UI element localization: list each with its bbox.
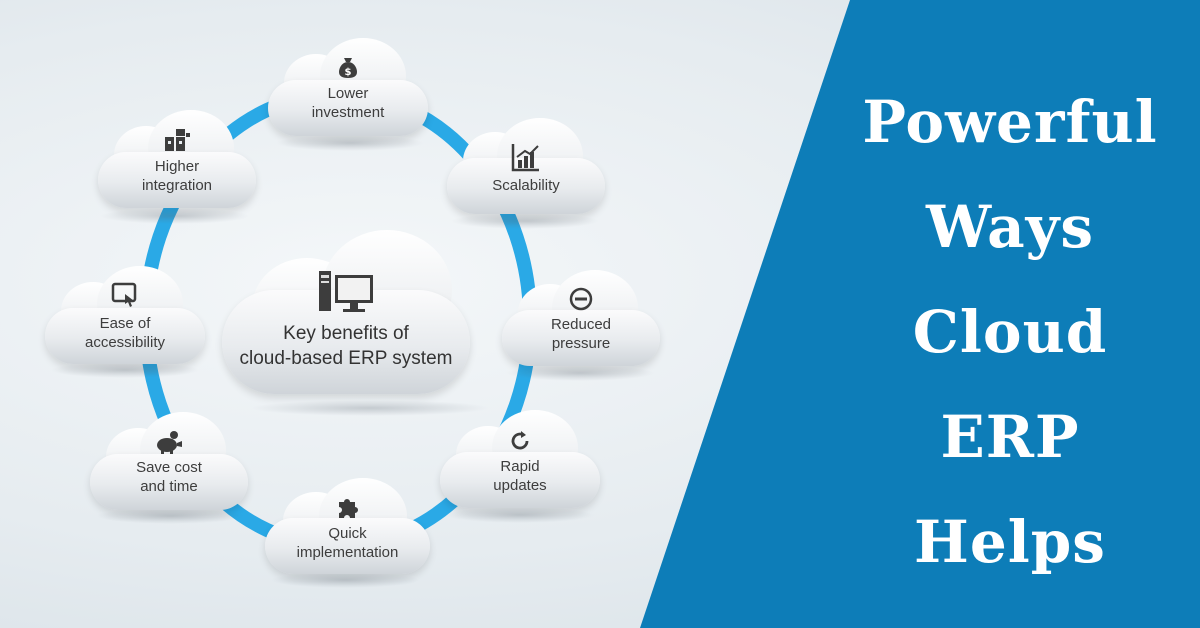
- integration-icon: [165, 129, 190, 151]
- benefit-label: Higher integration: [141, 158, 213, 194]
- cloud-shadow: [95, 508, 245, 524]
- benefit-reduced-pressure: Reduced pressure: [502, 270, 660, 366]
- benefit-label: Ease of accessibility: [84, 315, 166, 351]
- refresh-icon: [511, 431, 529, 450]
- benefit-quick-implementation: Quick implementation: [265, 478, 430, 574]
- bar-chart-icon: [511, 143, 539, 171]
- benefit-lower-investment: $ Lower investment: [268, 38, 428, 136]
- benefit-label: Rapid updates: [493, 458, 547, 494]
- touch-screen-icon: [111, 282, 137, 307]
- cloud-shadow: [100, 208, 250, 224]
- cloud-shadow: [445, 507, 595, 523]
- center-cloud-title: Key benefits of cloud-based ERP system: [239, 323, 453, 369]
- headline-line: Powerful: [862, 88, 1158, 156]
- benefit-label: Scalability: [492, 176, 560, 194]
- cloud-shadow: [270, 572, 420, 588]
- headline-line: Helps: [914, 508, 1106, 576]
- headline-line: Cloud: [912, 298, 1108, 366]
- cloud-shadow: [50, 362, 200, 378]
- piggy-bank-icon: [157, 431, 182, 454]
- minus-circle-icon: [569, 287, 593, 311]
- cloud-shadow: [450, 213, 600, 229]
- cloud-shadow: [505, 365, 655, 381]
- benefit-label: Lower investment: [311, 85, 385, 121]
- computer-icon: [319, 271, 373, 312]
- benefit-label: Quick implementation: [296, 525, 399, 561]
- benefit-label: Reduced pressure: [550, 316, 612, 352]
- cloud-shadow: [275, 135, 425, 151]
- svg-text:$: $: [345, 67, 352, 78]
- benefit-higher-integration: Higher integration: [98, 110, 256, 208]
- headline-line: ERP: [940, 403, 1080, 471]
- benefit-rapid-updates: Rapid updates: [440, 410, 600, 508]
- benefit-scalability: Scalability: [447, 118, 605, 214]
- benefit-save-cost: Save cost and time: [90, 412, 248, 510]
- benefit-label: Save cost and time: [136, 459, 202, 495]
- headline: Powerful Ways Cloud ERP Helps: [815, 70, 1200, 595]
- center-cloud: Key benefits of cloud-based ERP system: [222, 228, 470, 394]
- puzzle-icon: [338, 499, 358, 518]
- money-bag-icon: $: [339, 58, 357, 78]
- benefit-ease-of-accessibility: Ease of accessibility: [45, 266, 205, 364]
- headline-line: Ways: [925, 193, 1095, 261]
- center-cloud-shadow: [250, 400, 490, 416]
